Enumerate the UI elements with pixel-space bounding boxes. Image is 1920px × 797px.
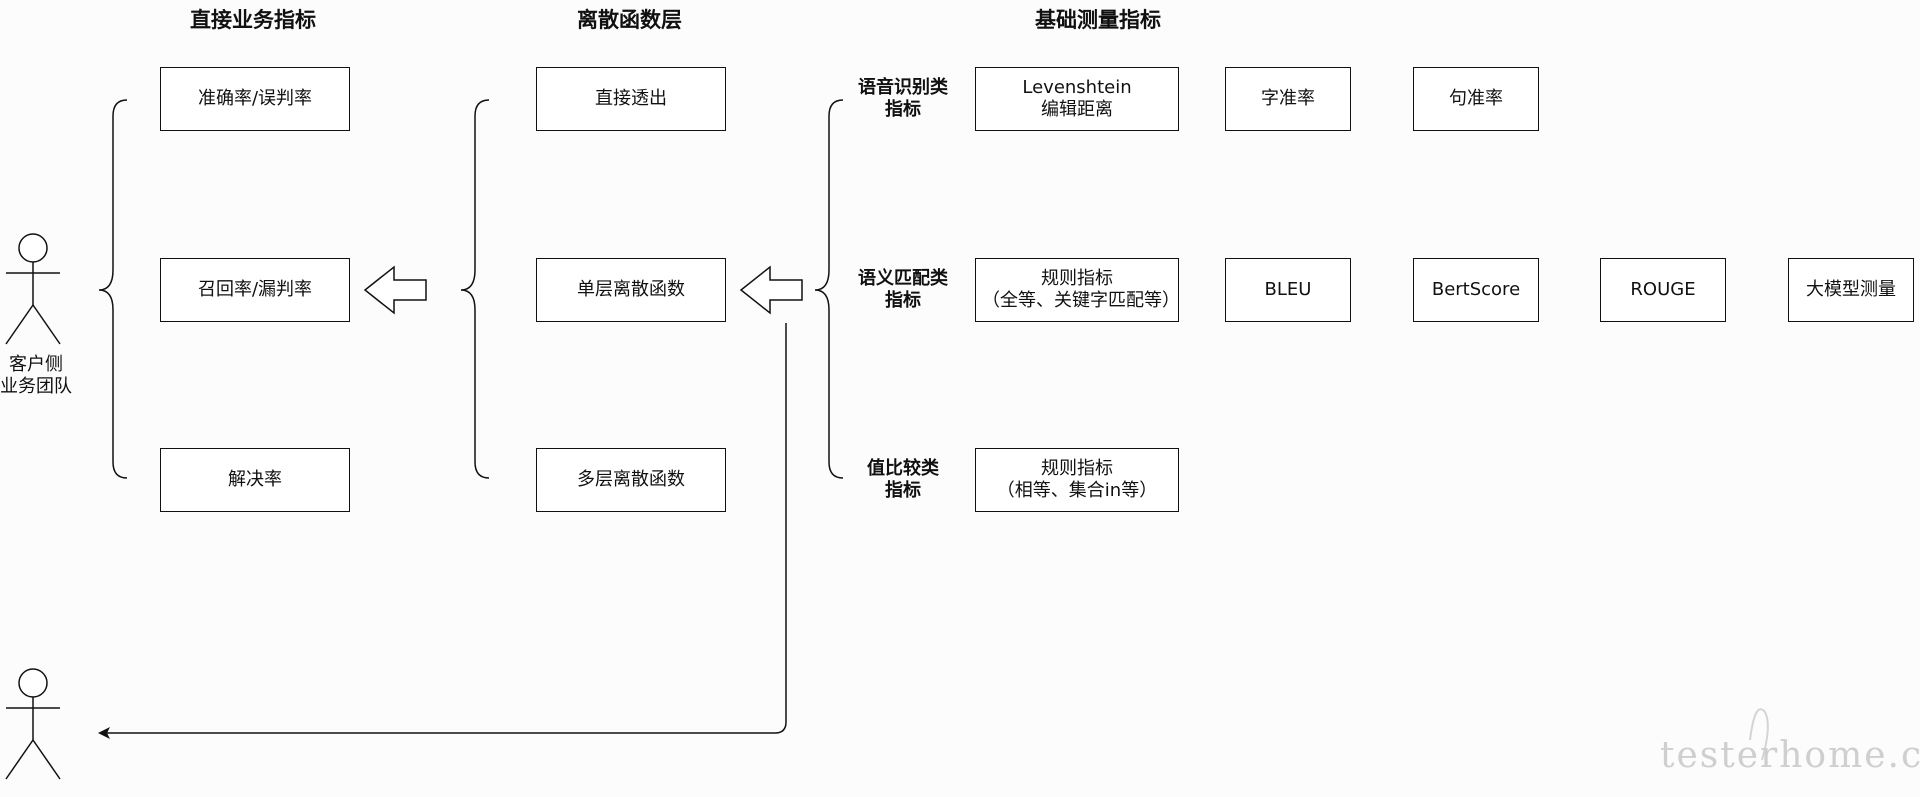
measure-box-sentence-accuracy: 句准率 <box>1413 67 1539 131</box>
customer-actor-icon <box>5 233 61 345</box>
feedback-arrow <box>98 323 787 739</box>
header-measurement-metrics: 基础测量指标 <box>1035 8 1161 32</box>
discrete-box-direct: 直接透出 <box>536 67 726 131</box>
brace-business <box>98 99 128 479</box>
measure-box-rule-semantic: 规则指标 （全等、关键字匹配等） <box>975 258 1180 322</box>
measure-box-bleu: BLEU <box>1225 258 1351 322</box>
category-label-speech: 语音识别类 指标 <box>858 77 948 120</box>
customer-actor-label: 客户侧 业务团队 <box>0 354 72 397</box>
measure-box-rouge: ROUGE <box>1600 258 1726 322</box>
block-arrow-to-business <box>363 265 427 315</box>
discrete-box-single-layer: 单层离散函数 <box>536 258 726 322</box>
watermark-flourish <box>1749 708 1769 761</box>
brace-discrete <box>460 99 490 479</box>
measure-box-levenshtein: Levenshtein 编辑距离 <box>975 67 1179 131</box>
brace-measure <box>814 99 844 479</box>
measure-box-char-accuracy: 字准率 <box>1225 67 1351 131</box>
block-arrow-to-discrete <box>739 265 803 315</box>
metric-box-recall: 召回率/漏判率 <box>160 258 350 322</box>
watermark: testerhome.com <box>1660 735 1920 776</box>
header-discrete-layer: 离散函数层 <box>577 8 682 32</box>
measure-box-bertscore: BertScore <box>1413 258 1539 322</box>
metric-box-accuracy: 准确率/误判率 <box>160 67 350 131</box>
discrete-box-multi-layer: 多层离散函数 <box>536 448 726 512</box>
header-business-metrics: 直接业务指标 <box>190 8 316 32</box>
metric-box-resolution: 解决率 <box>160 448 350 512</box>
measure-box-rule-value: 规则指标 （相等、集合in等） <box>975 448 1179 512</box>
second-actor-icon <box>5 668 61 780</box>
category-label-semantic: 语义匹配类 指标 <box>858 268 948 311</box>
measure-box-llm: 大模型测量 <box>1788 258 1914 322</box>
category-label-value: 值比较类 指标 <box>867 458 939 501</box>
